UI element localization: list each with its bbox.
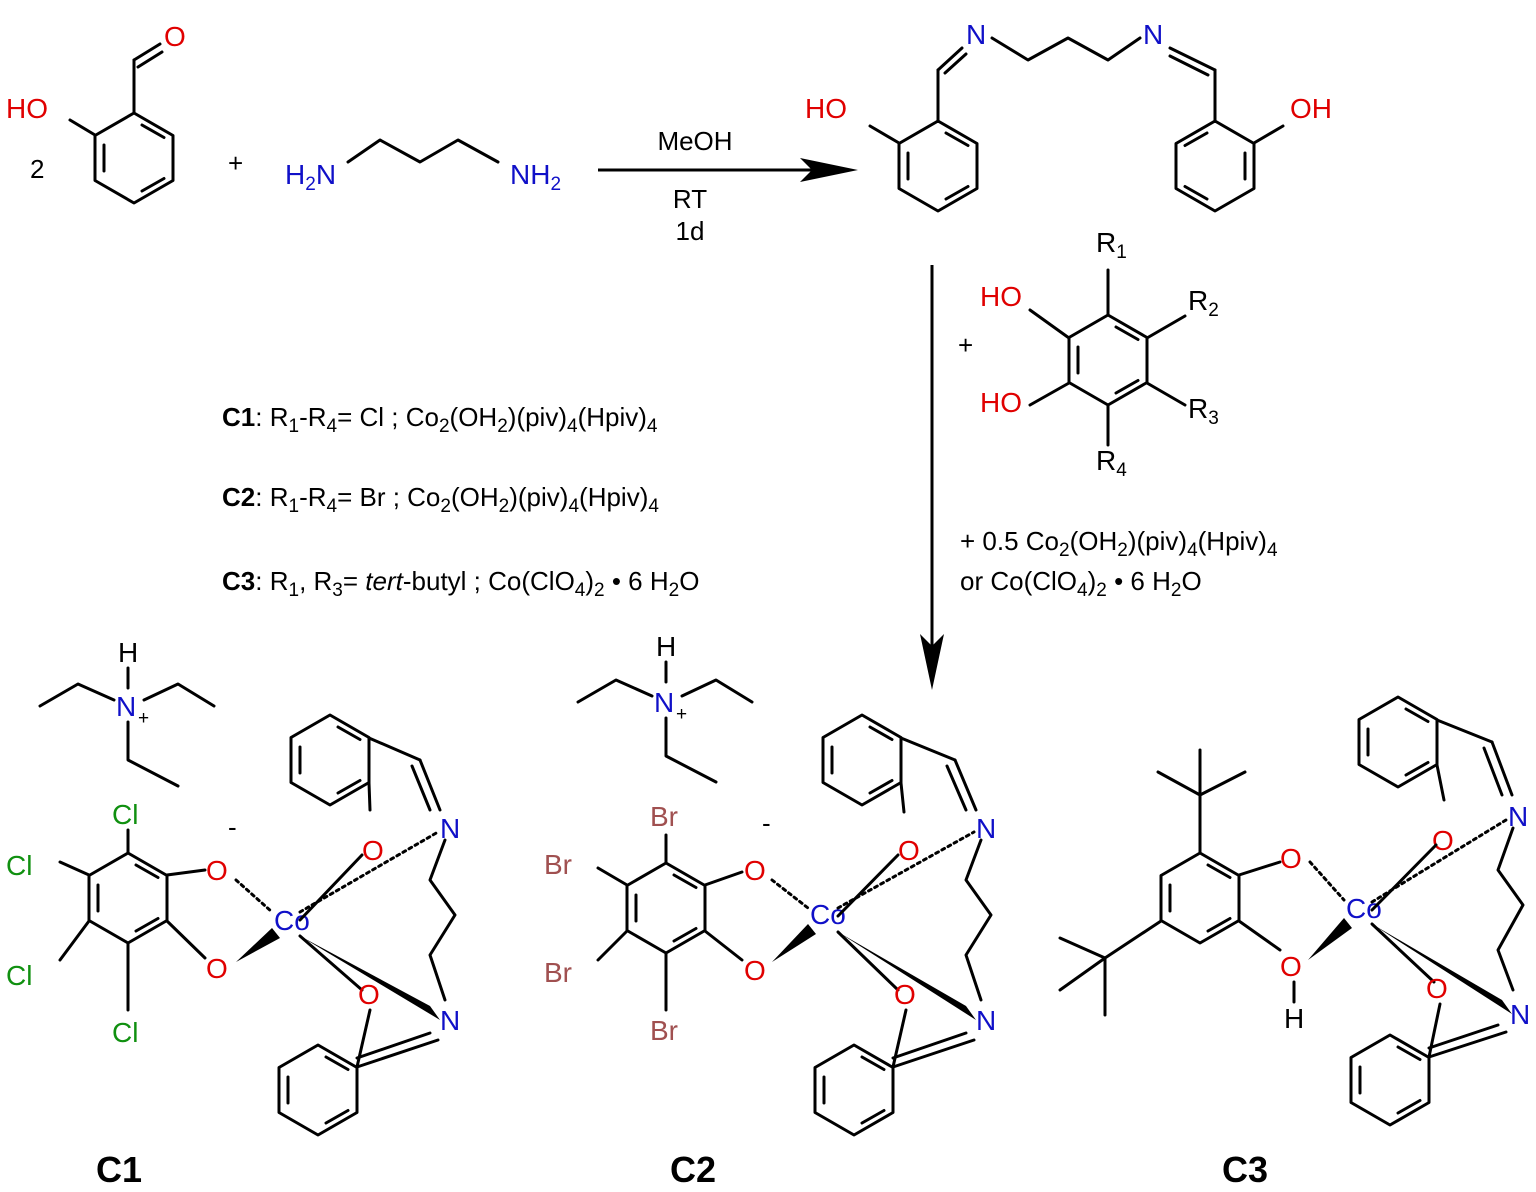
c3-o-phenolate-upper: O [1432, 825, 1454, 856]
catechol-ho-lower: HO [980, 387, 1022, 418]
metal-source-line2: or Co(ClO4)2 • 6 H2O [960, 566, 1202, 601]
c3-o-phenolate-lower: O [1426, 973, 1448, 1004]
c1-o-phenolate-lower: O [358, 979, 380, 1010]
c3-hydroxyl-h: H [1284, 1003, 1304, 1034]
c2-anion-charge: - [762, 808, 771, 838]
c2-o-catechol-lower: O [744, 955, 766, 986]
c1-o-catechol-upper: O [206, 855, 228, 886]
ligand-oh-right: OH [1290, 93, 1332, 124]
c3-o-catechol-upper: O [1280, 843, 1302, 874]
legend-c1: C1: R1-R4= Cl ; Co2(OH2)(piv)4(Hpiv)4 [222, 402, 658, 437]
legend-c3: C3: R1, R3= tert-butyl ; Co(ClO4)2 • 6 H… [222, 566, 699, 601]
r3-label: R3 [1188, 393, 1219, 429]
plus-sign-2: + [958, 330, 973, 360]
c1-cation-n: N [116, 691, 136, 722]
complex-c2: H N + Br Br Br Br O O - Co O N O N C2 [544, 631, 996, 1190]
c2-br-2: Br [544, 849, 572, 880]
c1-cl-1: Cl [112, 799, 138, 830]
condition-temperature: RT [673, 184, 707, 214]
r2-label: R2 [1188, 285, 1219, 321]
c2-o-catechol-upper: O [744, 855, 766, 886]
c2-o-phenolate-upper: O [898, 835, 920, 866]
step1-arrow: MeOH RT 1d [598, 126, 858, 246]
r4-label: R4 [1096, 445, 1127, 481]
step2-arrow [920, 265, 944, 690]
c2-imine-n-upper: N [976, 813, 996, 844]
amine-nh2-label: NH2 [510, 159, 561, 195]
c3-cobalt: Co [1346, 893, 1382, 924]
c2-compound-label: C2 [670, 1149, 716, 1190]
c2-br-4: Br [650, 1015, 678, 1046]
c1-cobalt: Co [274, 905, 310, 936]
amine-h2n-label: H2N [285, 159, 336, 195]
c2-cation-charge: + [676, 704, 687, 725]
complex-c3: O O H Co O N O N C3 [1058, 695, 1530, 1190]
salpn-ligand: N N HO OH [805, 19, 1332, 213]
c3-o-catechol-lower: O [1280, 951, 1302, 982]
plus-sign-1: + [228, 148, 243, 178]
c1-anion-charge: - [228, 812, 237, 842]
imine-n-left: N [966, 19, 986, 50]
condition-solvent: MeOH [657, 126, 732, 156]
ligand-ho-left: HO [805, 93, 847, 124]
catechol-ho-upper: HO [980, 281, 1022, 312]
c3-compound-label: C3 [1222, 1149, 1268, 1190]
c3-imine-n-lower: N [1510, 999, 1530, 1030]
c1-cation-charge: + [138, 708, 149, 729]
legend-c2: C2: R1-R4= Br ; Co2(OH2)(piv)4(Hpiv)4 [222, 482, 659, 517]
c1-cation-h: H [118, 637, 138, 668]
c2-br-3: Br [544, 957, 572, 988]
c1-o-catechol-lower: O [206, 953, 228, 984]
c2-br-1: Br [650, 801, 678, 832]
condition-time: 1d [676, 216, 705, 246]
imine-n-right: N [1143, 19, 1163, 50]
c1-cl-4: Cl [112, 1017, 138, 1048]
stoichiometry-2: 2 [30, 154, 44, 184]
metal-source-line1: + 0.5 Co2(OH2)(piv)4(Hpiv)4 [960, 526, 1278, 561]
phenol-ho-label: HO [6, 93, 48, 124]
diaminopropane: H2N NH2 [285, 138, 561, 195]
complex-c1: H N + Cl Cl Cl Cl O O - Co O N O N C1 [6, 637, 460, 1190]
c2-o-phenolate-lower: O [894, 979, 916, 1010]
c1-imine-n-lower: N [440, 1005, 460, 1036]
c2-cation-h: H [656, 631, 676, 662]
compound-legend: C1: R1-R4= Cl ; Co2(OH2)(piv)4(Hpiv)4 C2… [222, 402, 699, 601]
c1-o-phenolate-upper: O [362, 835, 384, 866]
substituted-catechol: R1 R2 R3 R4 HO HO [980, 227, 1219, 481]
c1-cl-2: Cl [6, 850, 32, 881]
c2-cation-n: N [654, 687, 674, 718]
c2-imine-n-lower: N [976, 1005, 996, 1036]
c3-imine-n-upper: N [1508, 801, 1528, 832]
c1-imine-n-upper: N [440, 813, 460, 844]
salicylaldehyde: O HO 2 [6, 21, 186, 205]
aldehyde-oxygen: O [164, 21, 186, 52]
r1-label: R1 [1096, 227, 1127, 263]
c1-compound-label: C1 [96, 1149, 142, 1190]
c1-cl-3: Cl [6, 960, 32, 991]
